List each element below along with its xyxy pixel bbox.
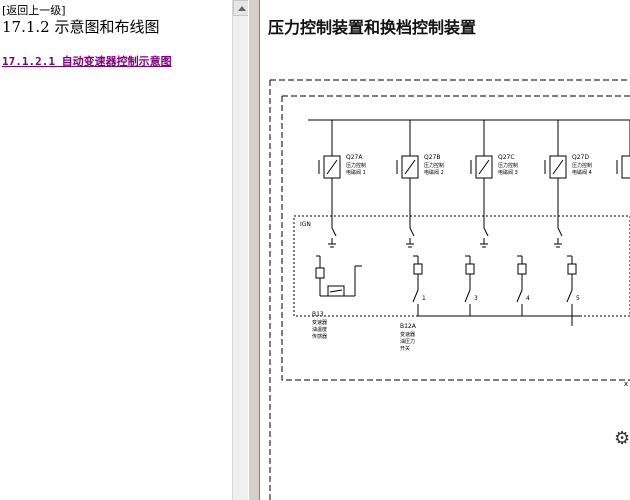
pressure-switch-3: [464, 255, 475, 316]
valve-line-2: 电磁阀 1: [346, 169, 366, 176]
valve-line-1: 压力控制: [498, 162, 518, 169]
pressure-switch-4: [516, 255, 527, 316]
valve-id: Q27A: [346, 154, 363, 161]
valve-q27a: [318, 120, 341, 248]
sensor-line-2: 油温度: [312, 326, 327, 333]
pressure-switch-1: [412, 255, 423, 316]
sensor-id: B13: [312, 311, 324, 318]
sensor-line-3: 传感器: [312, 333, 327, 340]
ign-label: IGN: [300, 221, 311, 228]
arrow-up-icon[interactable]: [233, 0, 249, 16]
back-link[interactable]: [返回上一级]: [2, 4, 66, 17]
switch-line-3: 开关: [400, 345, 410, 352]
nav-scrollbar[interactable]: [232, 0, 249, 500]
switch-number: 1: [422, 295, 426, 302]
nav-frame: [返回上一级] 17.1.2 示意图和布线图 17.1.2.1 自动变速器控制示…: [0, 0, 232, 500]
valve-line-1: 压力控制: [346, 162, 366, 169]
valve-id: Q27D: [572, 154, 589, 161]
switch-number: 4: [526, 295, 530, 302]
valve-id: Q27C: [498, 154, 515, 161]
valve-id: Q27B: [424, 154, 440, 161]
switch-line-1: 变速器: [400, 331, 415, 338]
subsection-link[interactable]: 17.1.2.1 自动变速器控制示意图: [2, 55, 172, 68]
valve-q27d: [544, 120, 567, 248]
switch-id: B12A: [400, 323, 417, 330]
frame-divider[interactable]: [248, 0, 260, 500]
content-frame: 压力控制装置和换档控制装置: [260, 0, 630, 500]
valve-line-1: 压力控制: [572, 162, 592, 169]
switch-number: 5: [576, 295, 580, 302]
valve-q27b: [396, 120, 419, 248]
gear-icon[interactable]: ⚙: [614, 428, 630, 449]
sensor-line-1: 变速器: [312, 319, 327, 326]
section-title: 17.1.2 示意图和布线图: [2, 18, 160, 36]
valve-line-2: 电磁阀 2: [424, 169, 444, 176]
wiring-diagram: IGN B13 变速器 油温度 传感器 B12A 变速器 油压力 开关 x Q2…: [269, 79, 630, 500]
document-title: 压力控制装置和换档控制装置: [268, 18, 477, 37]
switch-number: 3: [474, 295, 478, 302]
valve-line-2: 电磁阀 4: [572, 169, 592, 176]
valve-line-1: 压力控制: [424, 162, 444, 169]
valve-q27c: [470, 120, 493, 248]
pressure-switch-5: [566, 255, 577, 316]
valve-line-2: 电磁阀 3: [498, 169, 518, 176]
x-mark: x: [624, 380, 628, 388]
valve-partial: [616, 120, 630, 179]
switch-line-2: 油压力: [400, 338, 415, 345]
